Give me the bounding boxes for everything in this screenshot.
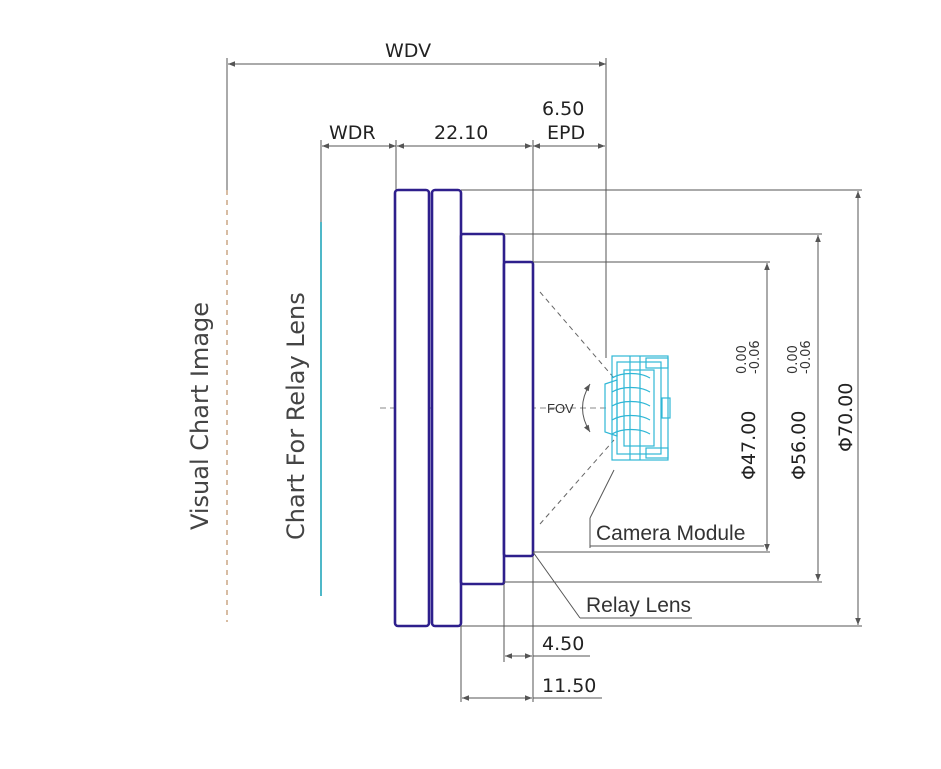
fov-label: FOV	[547, 401, 574, 416]
relay-lens-label: Relay Lens	[586, 594, 691, 617]
dim-22-10-label: 22.10	[434, 122, 488, 144]
fov-ray-upper	[539, 291, 615, 379]
dia-70-label: Φ70.00	[835, 383, 857, 452]
dia-56-label: Φ56.00	[788, 411, 810, 480]
dia-47-tol-lower: -0.06	[748, 340, 763, 374]
dim-4-50-label: 4.50	[542, 633, 584, 655]
chart-for-relay-lens-label: Chart For Relay Lens	[282, 292, 310, 540]
dim-11-50-label: 11.50	[542, 675, 596, 697]
dia-47-label: Φ47.00	[738, 411, 760, 480]
dim-6-50-label: 6.50	[542, 98, 584, 120]
dia-47-tol-upper: 0.00	[735, 345, 750, 374]
wdr-label: WDR	[329, 122, 376, 144]
camera-module-label: Camera Module	[596, 522, 745, 545]
dia-56-tol-upper: 0.00	[786, 345, 801, 374]
fov-arc	[582, 383, 591, 433]
fov-ray-lower	[539, 439, 615, 525]
camera-module	[604, 355, 671, 461]
dia-56-tol-lower: -0.06	[799, 340, 814, 374]
epd-label: EPD	[547, 122, 585, 144]
visual-chart-image-label: Visual Chart Image	[186, 302, 214, 530]
wdv-label: WDV	[385, 40, 431, 62]
relay-lens-body	[393, 188, 535, 628]
